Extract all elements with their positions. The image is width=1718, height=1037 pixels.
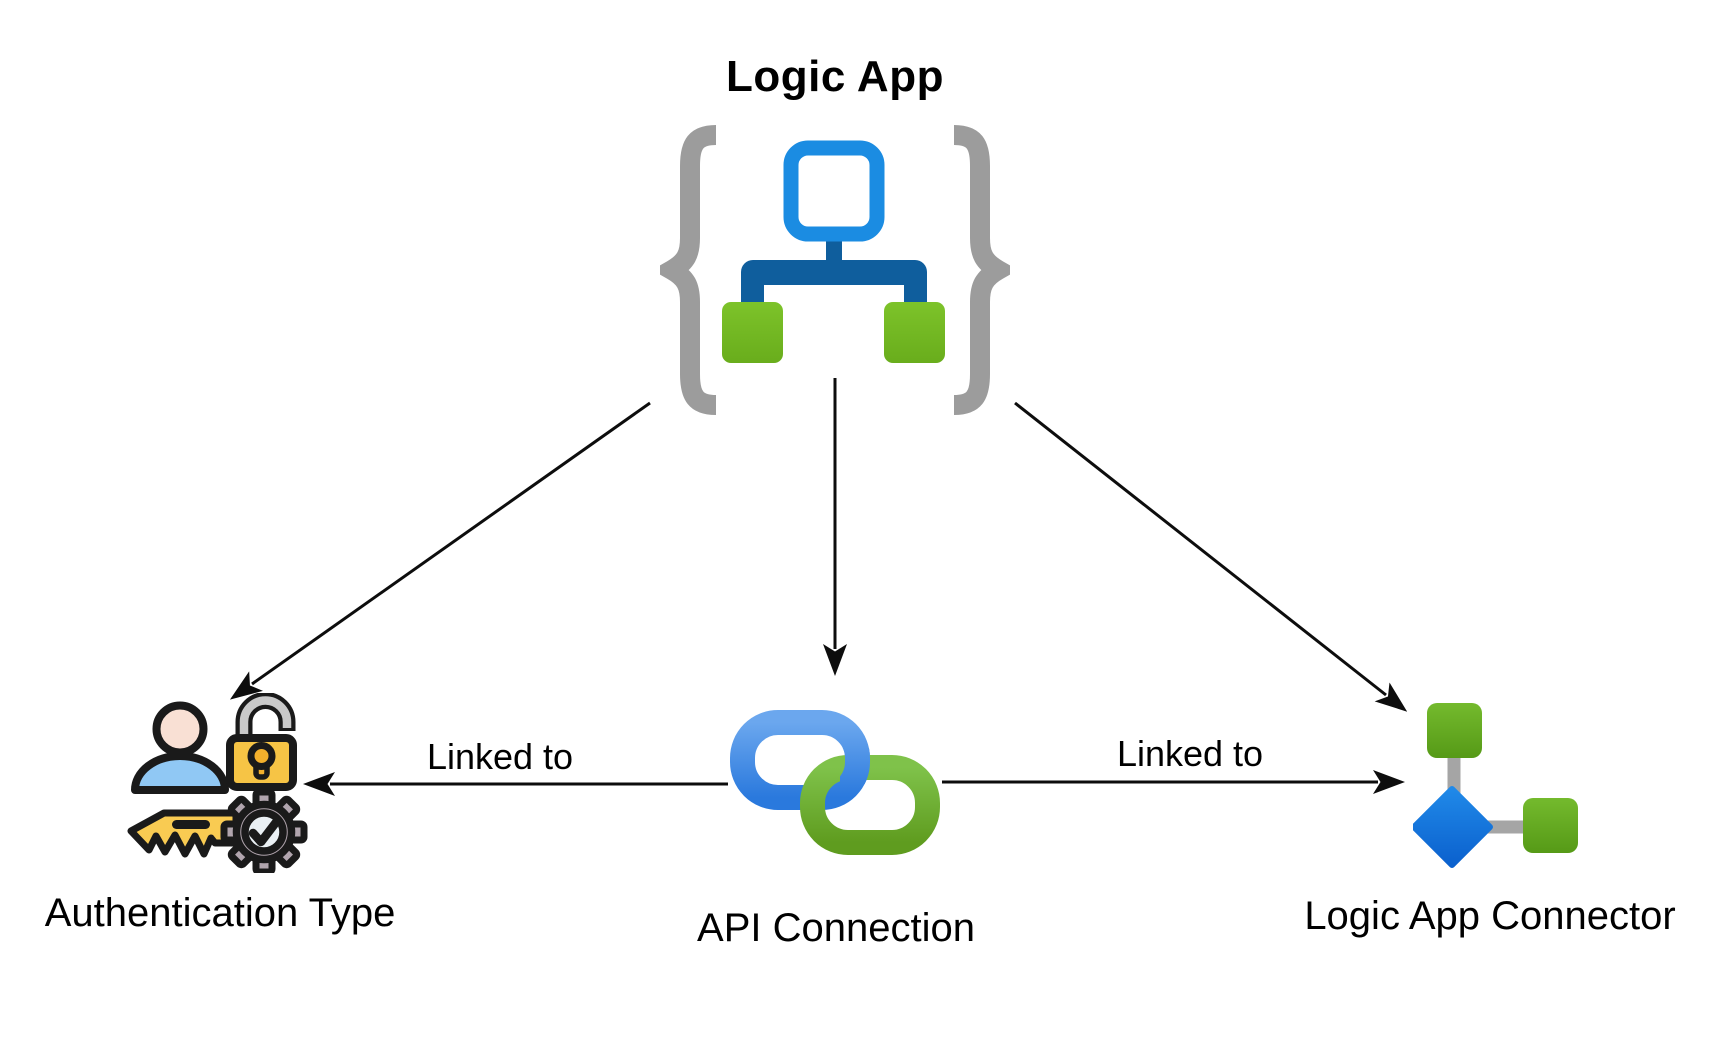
logic-app-connector-label: Logic App Connector xyxy=(1304,894,1676,938)
diamond-squares-connector-icon xyxy=(1413,703,1578,868)
padlock-icon xyxy=(226,734,297,791)
connector-diamond xyxy=(1413,786,1493,868)
auth-type-label: Authentication Type xyxy=(44,891,396,935)
lock-shackle-icon xyxy=(235,693,296,741)
link-green-icon xyxy=(800,755,940,855)
connector-square-top xyxy=(1427,703,1482,758)
chain-links-icon xyxy=(730,710,940,855)
arrow-logicapp-to-auth xyxy=(229,401,651,700)
key-icon xyxy=(127,809,240,858)
curly-brace-left-icon xyxy=(660,125,717,415)
linked-to-label-right: Linked to xyxy=(1116,733,1264,774)
link-overlap xyxy=(840,748,870,784)
person-icon xyxy=(131,701,229,794)
connector-square-right xyxy=(1523,798,1578,853)
curly-brace-right-icon xyxy=(953,125,1010,415)
logic-app-icon xyxy=(660,125,1010,415)
page-title: Logic App xyxy=(726,52,944,101)
linked-to-label-left: Linked to xyxy=(426,736,574,777)
user-lock-key-gear-icon xyxy=(127,693,308,873)
workflow-tree-icon xyxy=(722,140,945,363)
api-connection-label: API Connection xyxy=(697,906,975,950)
gear-check-icon xyxy=(220,788,308,873)
arrow-logicapp-to-connector xyxy=(1014,401,1408,712)
